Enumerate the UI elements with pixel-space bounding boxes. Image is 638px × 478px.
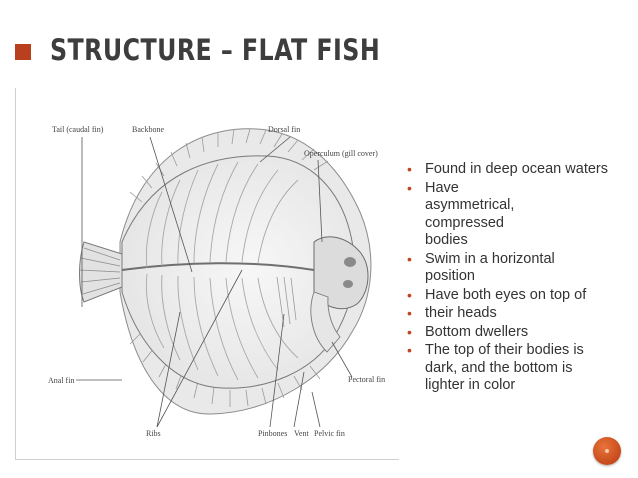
bullet-list: Found in deep ocean waters Have asymmetr… — [406, 161, 626, 396]
label-dorsal: Dorsal fin — [268, 125, 300, 134]
label-pectoral: Pectoral fin — [348, 375, 385, 384]
label-pelvic: Pelvic fin — [314, 429, 345, 438]
title-accent-square — [15, 44, 31, 60]
label-vent: Vent — [294, 429, 309, 438]
figure-frame-bottom — [15, 459, 399, 460]
slide-title: STRUCTURE – FLAT FISH — [50, 33, 381, 67]
leader-lines — [76, 136, 353, 428]
bullet-item: Swim in a horizontal position — [406, 251, 595, 286]
label-anal: Anal fin — [48, 376, 74, 385]
bullet-item: The top of their bodies is dark, and the… — [406, 342, 615, 395]
figure-frame-left — [15, 88, 16, 460]
eye-icon — [343, 280, 353, 288]
bullet-item: Have asymmetrical, compressed bodies — [406, 180, 537, 250]
label-backbone: Backbone — [132, 125, 164, 134]
bullet-item: Bottom dwellers — [406, 324, 626, 342]
bullet-item: their heads — [406, 305, 626, 323]
eye-icon — [344, 257, 356, 267]
circle-nav-icon[interactable] — [593, 437, 621, 465]
label-tail: Tail (caudal fin) — [52, 125, 104, 134]
bullet-item: Have both eyes on top of — [406, 287, 626, 305]
ribs — [145, 161, 299, 381]
label-pinbones: Pinbones — [258, 429, 287, 438]
flatfish-anatomy-diagram: Tail (caudal fin) Backbone Dorsal fin Op… — [48, 125, 385, 438]
label-ribs: Ribs — [146, 429, 161, 438]
bullet-item: Found in deep ocean waters — [406, 161, 626, 179]
label-operculum: Operculum (gill cover) — [304, 149, 378, 158]
backbone — [121, 262, 315, 271]
